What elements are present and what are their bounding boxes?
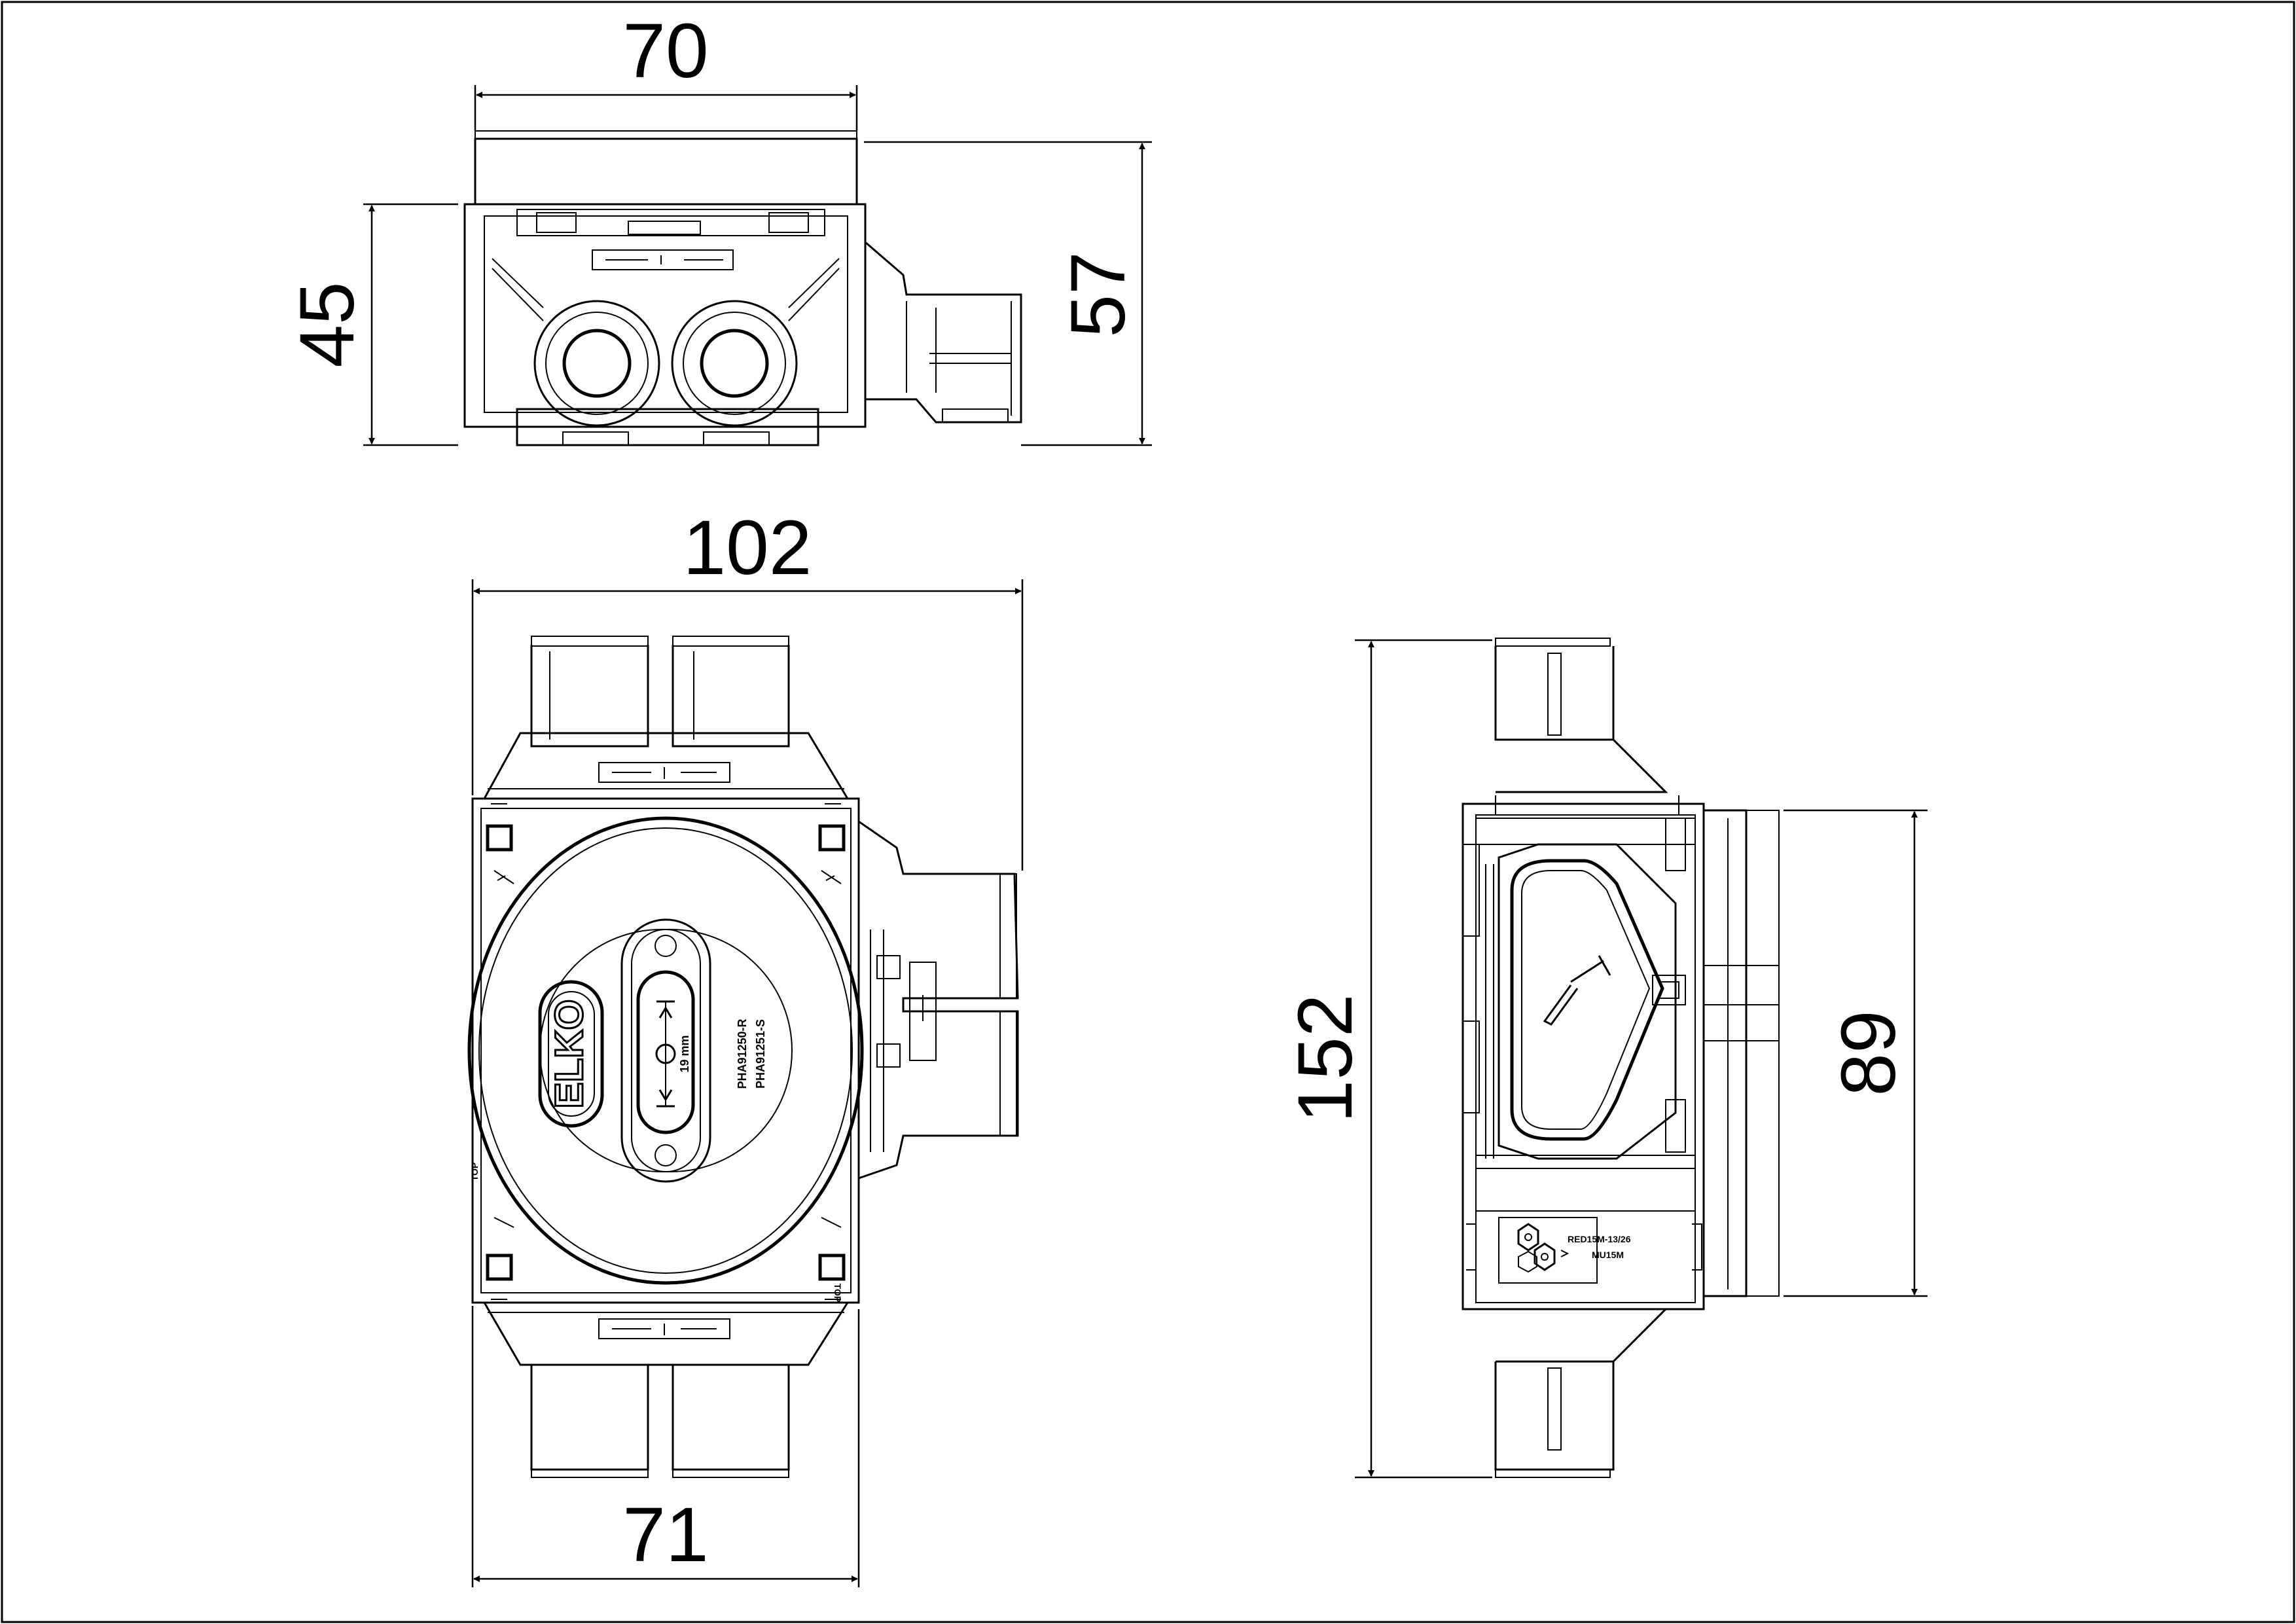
side-view-dimensions: 152 89: [1282, 639, 1928, 1479]
top-view-dimensions: 70 45 57: [284, 8, 1152, 446]
reducer-icon: [1517, 1223, 1570, 1273]
dim-side-height: 152: [1282, 994, 1369, 1123]
dim-top-height-left: 45: [284, 281, 370, 367]
dim-front-width: 102: [683, 505, 812, 591]
adjust-range-label: 19 mm: [678, 1035, 691, 1072]
dim-top-height-right: 57: [1055, 251, 1141, 337]
front-view: 19 mm ELKO PHA91250-R PHA91251-S TOP TOP: [467, 636, 1019, 1478]
top-view: [463, 130, 1022, 446]
part-number-1: PHA91250-R: [736, 1019, 749, 1089]
reducer-code-2: MU15M: [1592, 1250, 1624, 1260]
dim-side-depth: 89: [1825, 1010, 1912, 1096]
dim-top-width: 70: [622, 8, 708, 94]
front-view-dimensions: 102 71: [471, 505, 1024, 1587]
dim-front-bottom-width: 71: [622, 1492, 708, 1578]
top-marker-left: TOP: [469, 1163, 480, 1182]
side-view: RED15M-13/26 MU15M: [1462, 638, 1780, 1478]
reducer-code-1: RED15M-13/26: [1568, 1234, 1631, 1244]
part-number-2: PHA91251-S: [754, 1019, 767, 1089]
logo-text: ELKO: [547, 1000, 591, 1109]
top-marker-right: TOP: [833, 1284, 843, 1303]
